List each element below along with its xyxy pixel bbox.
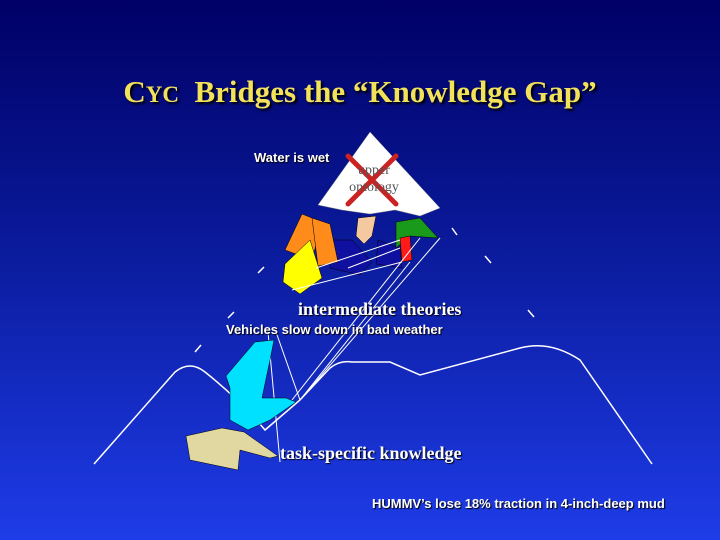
label-vehicles-slow-down: Vehicles slow down in bad weather bbox=[226, 322, 443, 337]
yellow-block bbox=[282, 239, 323, 295]
label-task-specific-knowledge: task-specific knowledge bbox=[280, 443, 462, 463]
label-hummv-traction: HUMMV’s lose 18% traction in 4-inch-deep… bbox=[372, 496, 665, 511]
peach-block bbox=[355, 215, 377, 245]
label-water-is-wet: Water is wet bbox=[254, 150, 330, 165]
peak-dash bbox=[257, 266, 265, 274]
title-rest: Bridges the “Knowledge Gap” bbox=[194, 74, 597, 109]
peak-dash bbox=[484, 255, 492, 264]
peak-dash bbox=[451, 227, 458, 236]
mountain-outline bbox=[93, 345, 653, 465]
upper-line-2: ontology bbox=[349, 180, 399, 195]
peak-dash bbox=[527, 309, 535, 318]
orange-block bbox=[311, 217, 339, 267]
title-cyc-rest: YC bbox=[145, 82, 179, 107]
label-intermediate-theories: intermediate theories bbox=[298, 299, 462, 319]
upper-line-1: upper bbox=[358, 163, 390, 178]
green-block bbox=[395, 217, 439, 249]
peak-dash bbox=[227, 311, 235, 319]
cyan-block bbox=[225, 339, 297, 431]
slide-title: CYC Bridges the “Knowledge Gap” bbox=[0, 74, 720, 110]
tan-block bbox=[185, 427, 279, 471]
peak-dash bbox=[194, 344, 202, 353]
navy-block bbox=[375, 239, 403, 269]
label-upper-ontology: upper ontology bbox=[338, 162, 410, 196]
cross-stroke bbox=[345, 153, 399, 207]
red-block bbox=[399, 235, 413, 263]
title-cyc-initial: C bbox=[123, 74, 146, 109]
